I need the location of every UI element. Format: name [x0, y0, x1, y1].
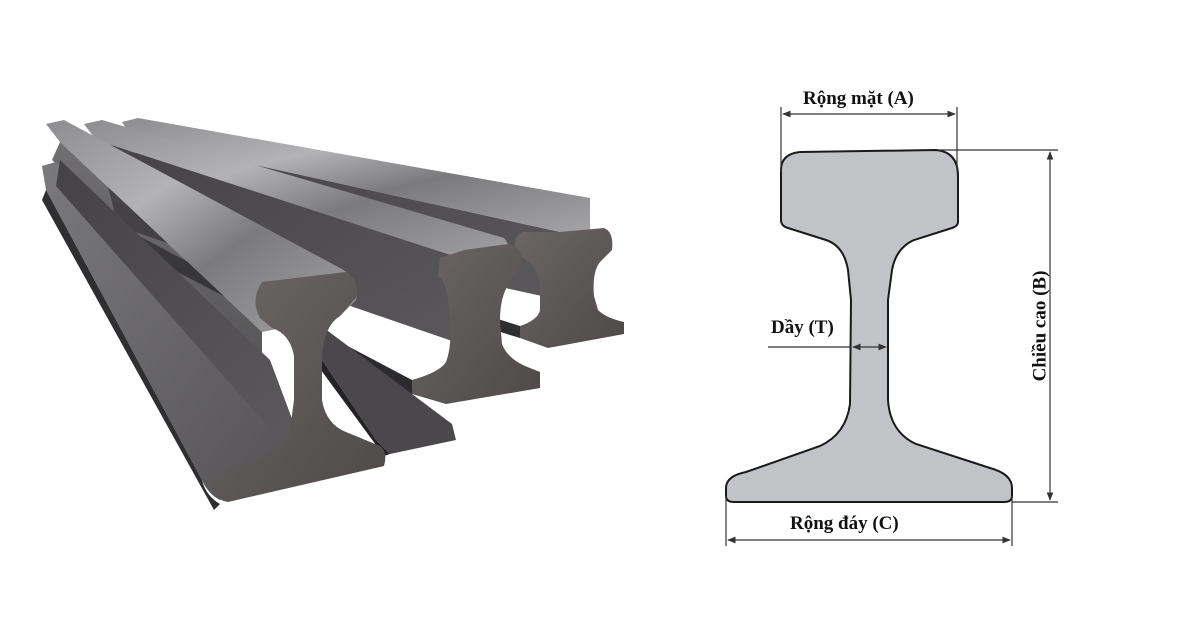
height-label: Chiều cao (B) — [1029, 270, 1051, 382]
dimension-b — [940, 149, 1058, 503]
dimension-a — [780, 107, 958, 172]
web-thickness-label: Dầy (T) — [771, 317, 834, 338]
rail-profile-shape — [725, 148, 1013, 503]
rail-front — [42, 120, 386, 510]
steel-rails-photo — [42, 118, 624, 510]
head-width-label: Rộng mặt (A) — [803, 88, 914, 109]
dimension-c — [725, 496, 1013, 546]
base-width-label: Rộng đáy (C) — [790, 513, 899, 534]
rail-cross-section-diagram — [725, 107, 1058, 546]
